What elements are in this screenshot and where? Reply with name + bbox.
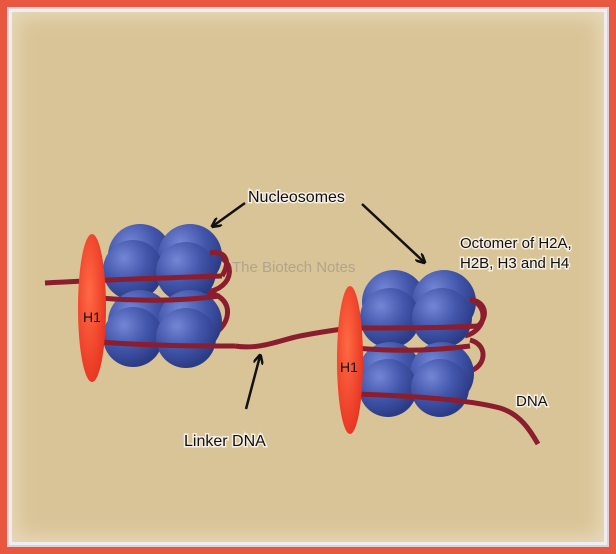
octomer-label-line2: H2B, H3 and H4 <box>460 255 569 272</box>
right-h1-protein <box>337 286 363 434</box>
left-h1-label: H1 <box>83 309 101 325</box>
histone-sphere <box>156 242 216 302</box>
right-h1-label: H1 <box>340 359 358 375</box>
left-histone-octamer <box>103 224 222 368</box>
histone-sphere <box>359 359 417 417</box>
right-nucleosome: H1 <box>337 270 541 446</box>
dna-label: DNA <box>516 393 548 410</box>
histone-sphere <box>103 307 163 367</box>
arrow-to-linker-dna <box>244 356 260 410</box>
left-dna-front-wrap <box>44 273 223 286</box>
right-dna-tail <box>354 391 541 446</box>
nucleosomes-label: Nucleosomes <box>248 189 345 206</box>
left-h1-protein <box>78 234 106 382</box>
histone-sphere <box>103 240 163 300</box>
histone-sphere <box>411 359 469 417</box>
octomer-label-line1: Octomer of H2A, <box>460 235 572 252</box>
right-histone-octamer <box>358 270 476 417</box>
histone-sphere <box>360 288 420 348</box>
linker-dna-label: Linker DNA <box>184 433 266 450</box>
watermark-text: The Biotech Notes <box>232 259 355 276</box>
arrow-to-right-nucleosome <box>361 203 424 262</box>
histone-sphere <box>156 308 216 368</box>
arrow-to-left-nucleosome <box>213 201 246 226</box>
histone-sphere <box>412 288 472 348</box>
right-dna-front-wrap <box>349 323 479 331</box>
left-nucleosome: H1 <box>44 224 236 382</box>
linker-dna-strand <box>234 325 351 350</box>
